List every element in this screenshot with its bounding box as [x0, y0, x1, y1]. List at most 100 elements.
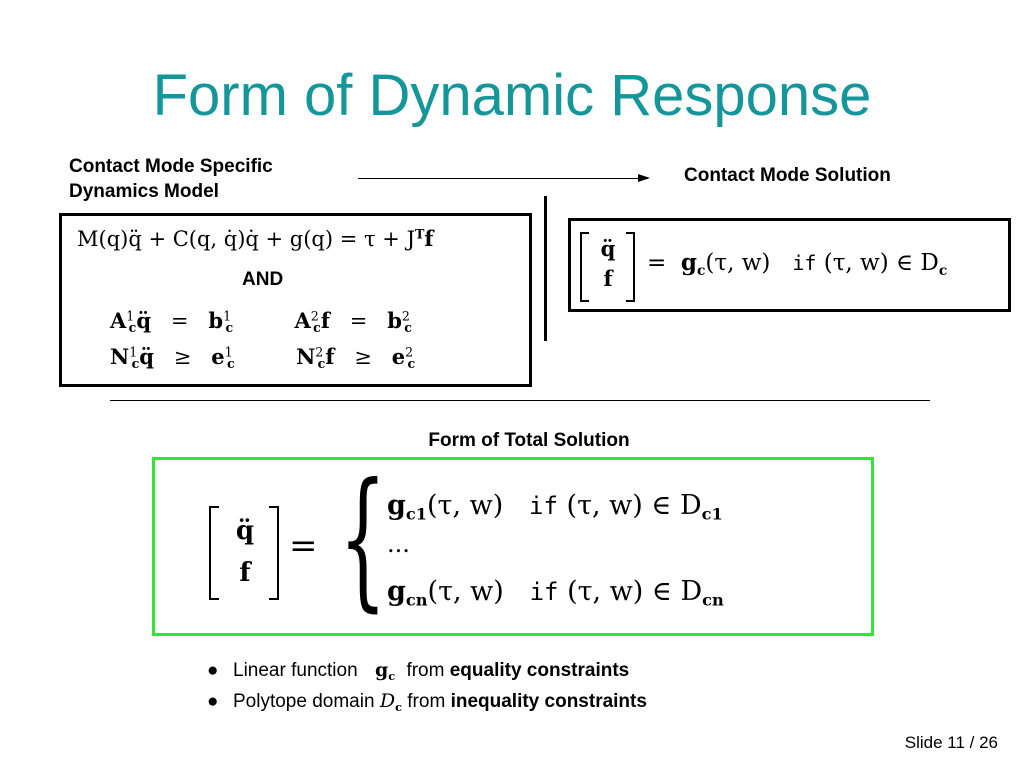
c2-rsup: 1: [224, 344, 233, 360]
bullet-1-mid: from: [406, 660, 445, 681]
c2-sub2: c: [317, 356, 326, 372]
separator-horizontal: [110, 400, 930, 401]
left-bracket: [580, 232, 589, 302]
solution-func-sub: c: [697, 262, 706, 279]
c2-sub: c: [131, 356, 140, 372]
bullet-1-sym-sub: c: [388, 668, 396, 683]
separator-vertical: [544, 196, 547, 341]
solution-vector: q̈ f: [591, 234, 625, 294]
c1-lhs: A: [110, 308, 127, 333]
slide-title: Form of Dynamic Response: [152, 63, 872, 128]
row3-func: g: [387, 576, 406, 607]
c1-lhs2: A: [294, 308, 311, 333]
row3-args: (τ, w): [427, 576, 504, 607]
constraint-row-1: A1cq̈ = b1c A2cf = b2c: [110, 308, 412, 335]
c2-lhs2: N: [296, 344, 316, 369]
model-equation-main: M(q)q̈ + C(q, q̇)q̇ + g(q) = τ + J: [77, 227, 415, 251]
total-left-bracket: [209, 506, 219, 600]
row1-func: g: [387, 490, 406, 521]
model-equation-sup: T: [415, 226, 425, 242]
solution-label: Contact Mode Solution: [684, 165, 891, 186]
total-row-1: gc1(τ, w) if (τ, w) ∈ Dc1: [387, 490, 723, 524]
c2-sup2: 2: [315, 344, 324, 360]
bullet-dot: ●: [207, 691, 219, 712]
total-brace: {: [339, 452, 387, 626]
model-label-line2: Dynamics Model: [69, 181, 219, 202]
row1-cond: (τ, w) ∈ D: [566, 490, 702, 521]
row3-cond-sub: cn: [702, 590, 724, 610]
model-equation: M(q)q̈ + C(q, q̇)q̇ + g(q) = τ + JTf: [77, 226, 433, 251]
slide-number: Slide 11 / 26: [904, 733, 998, 752]
c1-var: q̈: [136, 308, 152, 333]
row1-args: (τ, w): [427, 490, 504, 521]
dynamics-model-box: M(q)q̈ + C(q, q̇)q̇ + g(q) = τ + JTf AND…: [59, 213, 532, 387]
solution-box: q̈ f = gc(τ, w) if (τ, w) ∈ Dc: [568, 218, 1011, 312]
bullet-2-sym: D: [379, 690, 396, 712]
model-equation-tail: f: [424, 226, 434, 251]
row1-sub: c1: [405, 504, 428, 524]
c1-rsub2: c: [404, 320, 412, 336]
c1-op2: =: [349, 309, 368, 333]
total-row-3: gcn(τ, w) if (τ, w) ∈ Dcn: [387, 576, 724, 610]
vector-top: q̈: [600, 236, 616, 261]
c2-rsup2: 2: [405, 344, 414, 360]
and-label: AND: [242, 269, 284, 290]
model-label-line1: Contact Mode Specific: [69, 156, 273, 177]
solution-cond: (τ, w) ∈ D: [823, 250, 939, 276]
c1-sup2: 2: [310, 308, 319, 324]
c1-sup: 1: [126, 308, 135, 324]
arrow-line: [358, 178, 648, 179]
c2-rhs2: e: [391, 344, 406, 369]
row3-cond: (τ, w) ∈ D: [567, 576, 703, 607]
solution-equals: =: [647, 250, 667, 276]
row3-sub: cn: [405, 590, 428, 610]
c1-rhs: b: [208, 308, 224, 333]
total-right-bracket: [269, 506, 279, 600]
total-vector-top: q̈: [235, 516, 255, 546]
c2-var2: f: [325, 344, 335, 369]
c1-rhs2: b: [387, 308, 402, 333]
c2-sup: 1: [129, 344, 138, 360]
bullet-2-pre: Polytope domain: [233, 691, 375, 712]
solution-func: g: [680, 249, 697, 276]
right-bracket: [626, 232, 635, 302]
c1-rsub: c: [225, 320, 234, 336]
c1-rsup: 1: [223, 308, 232, 324]
c2-rsub: c: [227, 356, 235, 372]
total-label: Form of Total Solution: [428, 430, 630, 451]
total-vector-bottom: f: [239, 558, 251, 588]
c2-op2: ≥: [354, 345, 372, 369]
arrow-head: [638, 174, 650, 182]
c2-lhs: N: [110, 344, 130, 369]
c2-var: q̈: [139, 344, 154, 369]
row1-cond-sub: c1: [701, 504, 723, 524]
model-label: Contact Mode Specific Dynamics Model: [69, 154, 273, 204]
bullet-item-2: ● Polytope domain Dc from inequality cons…: [207, 689, 647, 719]
total-solution-box: q̈ f = { gc1(τ, w) if (τ, w) ∈ Dc1 ... g…: [152, 457, 874, 636]
c2-rsub2: c: [407, 356, 416, 372]
c1-sub: c: [128, 320, 137, 336]
bullet-2-sym-sub: c: [395, 699, 402, 714]
bullet-item-1: ● Linear function gc from equality constr…: [207, 658, 629, 688]
bullet-1-sym: g: [374, 659, 389, 681]
bullet-2-mid: from: [407, 691, 446, 712]
c2-op: ≥: [173, 345, 192, 369]
bullet-dot: ●: [207, 660, 219, 681]
solution-args: (τ, w): [705, 250, 771, 276]
vector-bottom: f: [603, 266, 613, 291]
total-row-2: ...: [387, 530, 410, 558]
bullet-2-strong: inequality constraints: [450, 691, 647, 712]
solution-rhs: = gc(τ, w) if (τ, w) ∈ Dc: [647, 249, 947, 279]
solution-cond-sub: c: [938, 262, 948, 279]
total-vector: q̈ f: [223, 510, 267, 594]
c1-sub2: c: [313, 320, 321, 336]
c1-var2: f: [320, 308, 330, 333]
bullet-1-strong: equality constraints: [449, 660, 630, 681]
constraint-row-2: N1cq̈ ≥ e1c N2cf ≥ e2c: [110, 344, 415, 371]
bullet-1-pre: Linear function: [233, 660, 358, 681]
c1-op: =: [170, 309, 189, 333]
solution-if: if: [792, 251, 817, 275]
total-equals: =: [289, 526, 318, 566]
row3-if: if: [529, 578, 559, 606]
c1-rsup2: 2: [401, 308, 410, 324]
